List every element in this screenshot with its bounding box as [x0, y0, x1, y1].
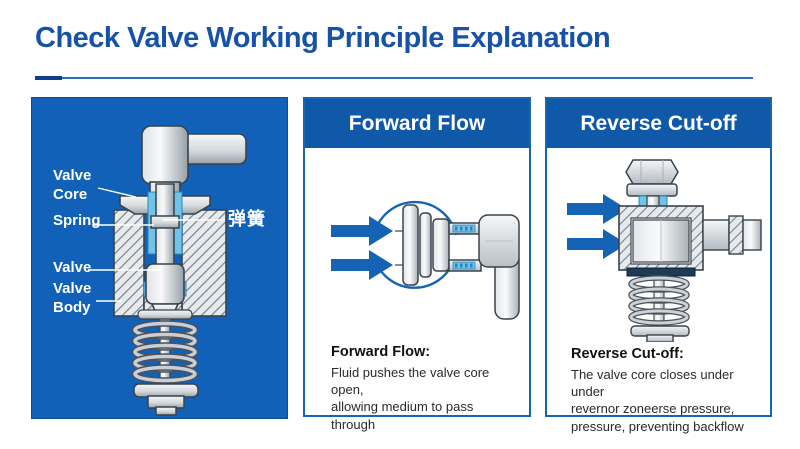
- label-spring-chinese: 弹簧: [228, 209, 266, 229]
- forward-flow-card: Forward Flow: [303, 97, 531, 432]
- reverse-cutoff-header: Reverse Cut-off: [547, 99, 770, 148]
- reverse-cutoff-caption: Reverse Cut-off: The valve core closes u…: [571, 345, 762, 435]
- spring-coil: [131, 320, 199, 384]
- motion-arc: [372, 200, 458, 289]
- valve-base: [630, 325, 690, 342]
- reverse-caption-line: revernor zoneerse pressure,: [571, 401, 735, 417]
- label-valve: Valve: [53, 259, 92, 276]
- valve-base: [133, 383, 199, 416]
- reverse-caption-title: Reverse Cut-off:: [571, 346, 684, 362]
- page-title: Check Valve Working Principle Explanatio…: [35, 22, 611, 54]
- valve-cross-section-illustration: [88, 125, 247, 416]
- label-valve-body: Valve Body: [53, 280, 92, 316]
- spring-coil: [628, 275, 690, 326]
- forward-flow-caption: Forward Flow: Fluid pushes the valve cor…: [331, 343, 521, 433]
- forward-flow-header: Forward Flow: [305, 99, 529, 148]
- forward-flow-illustration: [331, 200, 520, 320]
- valve-stem: [150, 183, 180, 277]
- forward-caption-line: Fluid pushes the valve core open,: [331, 365, 490, 398]
- flow-arrow-icon: [331, 216, 393, 280]
- forward-caption-title: Forward Flow:: [331, 344, 431, 360]
- hex-bolt: [625, 159, 679, 197]
- reverse-caption-line: pressure, preventing backflow: [571, 418, 744, 434]
- outlet-port: [702, 215, 762, 255]
- closed-seal: [626, 267, 696, 277]
- flow-arrow-icon: [567, 194, 627, 259]
- title-underline: [35, 76, 753, 80]
- valve-body-hatched: [618, 205, 704, 271]
- elbow-fitting: [141, 125, 247, 195]
- label-spring: Spring: [53, 212, 101, 229]
- reverse-cutoff-illustration: [567, 159, 762, 342]
- forward-caption-line: allowing medium to pass through: [331, 399, 474, 432]
- underline-thin: [35, 77, 753, 79]
- valve-body-hatched: [113, 209, 227, 317]
- horizontal-valve: [402, 204, 482, 286]
- underline-accent: [35, 76, 62, 80]
- valve-structure-panel: Valve Core Spring Valve Valve Body 弹簧: [31, 97, 288, 419]
- reverse-caption-line: The valve core closes under under: [571, 367, 734, 400]
- reverse-cutoff-card: Reverse Cut-off: [545, 97, 772, 434]
- valve-core-cyan: [452, 224, 476, 270]
- elbow-outlet: [478, 214, 520, 320]
- label-valve-core: Valve Core: [53, 167, 92, 203]
- label-leader-lines: [88, 187, 224, 302]
